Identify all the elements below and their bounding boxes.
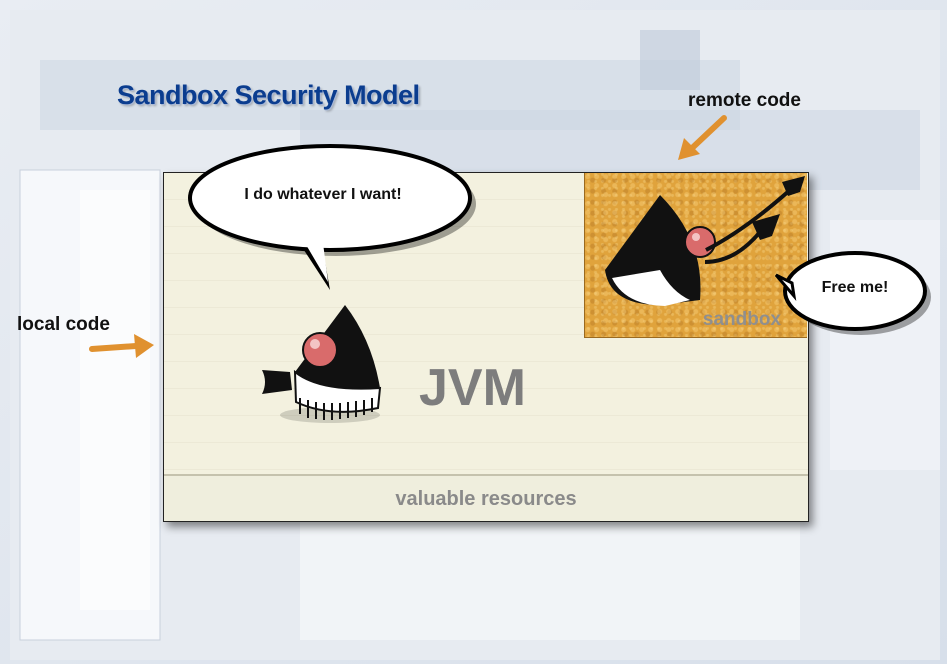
valuable-resources-band: valuable resources (164, 474, 808, 521)
speech-remote-text: Free me! (821, 279, 889, 296)
local-code-label: local code (17, 314, 110, 335)
duke-mascot-icon (262, 305, 382, 423)
page-title: Sandbox Security Model (117, 80, 420, 110)
speech-local-text: I do whatever I want! (244, 186, 402, 203)
speech-bubble-icon (188, 144, 476, 290)
arrow-icon (678, 115, 727, 160)
speech-bubble-icon (774, 251, 931, 335)
duke-mascot-icon (605, 176, 805, 306)
jvm-label: JVM (419, 359, 526, 417)
arrow-icon (89, 334, 154, 358)
remote-code-label: remote code (688, 90, 801, 111)
sandbox-label: sandbox (702, 309, 781, 330)
valuable-resources-label: valuable resources (395, 488, 577, 510)
